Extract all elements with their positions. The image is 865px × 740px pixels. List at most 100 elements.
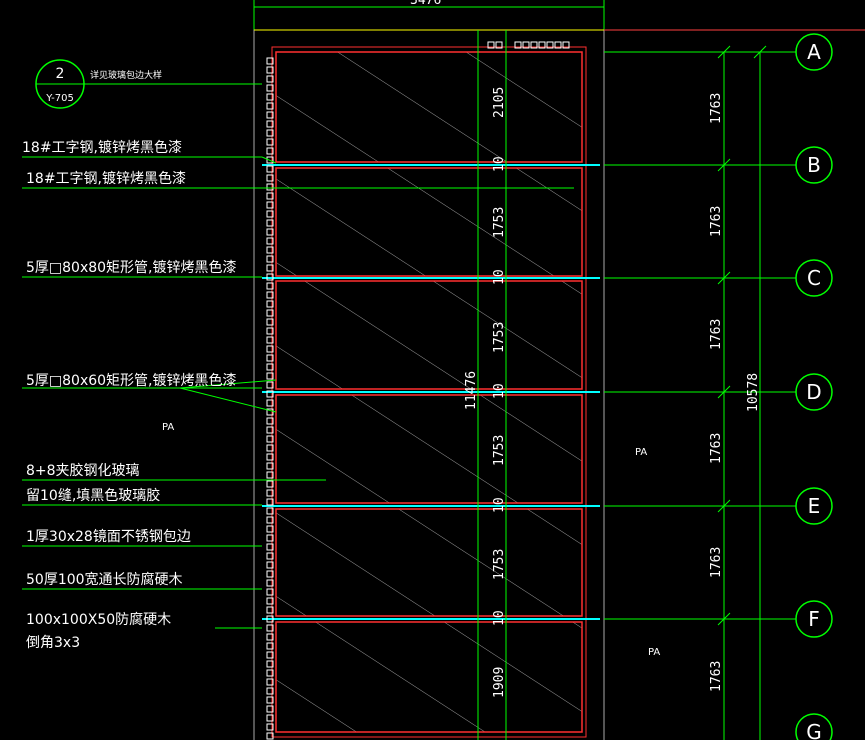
right-dim-text: 1763 (709, 319, 724, 350)
wood-block (266, 246, 274, 254)
wood-block (266, 336, 274, 344)
axis-letter: G (806, 720, 822, 740)
wood-block (266, 66, 274, 74)
glass-panels (271, 46, 587, 738)
axis-bubble-b (795, 146, 833, 184)
callout-wood-block: 100x100X50防腐硬木 (26, 612, 172, 628)
wood-block (266, 462, 274, 470)
wood-block (266, 147, 274, 155)
wood-block (266, 417, 274, 425)
axis-letter: F (808, 607, 820, 631)
callout-wood-strip: 50厚100宽通长防腐硬木 (26, 572, 183, 588)
callout-chamfer: 倒角3x3 (26, 635, 81, 651)
wood-block (266, 363, 274, 371)
detail-ref-texts: 2 Y-705 (45, 66, 74, 104)
wood-block (266, 264, 274, 272)
inner-dim-texts: 2105 10 1753 10 1753 10 1753 10 1753 10 … (464, 87, 507, 698)
wood-block (266, 138, 274, 146)
total-dim-text: 11476 (464, 371, 479, 410)
wood-block (266, 165, 274, 173)
callout-glass-joint: 留10缝,填黑色玻璃胶 (26, 488, 161, 504)
glass-panel (275, 280, 583, 390)
pa-label: PA (648, 647, 661, 658)
callout-rect-tube-80x60: 5厚□80x60矩形管,镀锌烤黑色漆 (26, 373, 237, 389)
wood-block (266, 570, 274, 578)
wood-block (266, 255, 274, 263)
wood-block (266, 507, 274, 515)
pa-label: PA (635, 447, 648, 458)
callout-rect-tube-80x80: 5厚□80x80矩形管,镀锌烤黑色漆 (26, 260, 237, 276)
detail-ref-sheet: Y-705 (45, 93, 74, 104)
wood-block (266, 444, 274, 452)
wood-block (266, 102, 274, 110)
wood-block (266, 552, 274, 560)
axis-lines (604, 51, 796, 620)
callout-leaders (22, 156, 574, 629)
inner-dim-text: 1909 (492, 667, 507, 698)
wood-block (266, 723, 274, 731)
right-dim-text: 1763 (709, 661, 724, 692)
wood-block (266, 84, 274, 92)
inner-dim-text: 10 (492, 383, 507, 399)
wood-block (266, 291, 274, 299)
axis-bubble-e (795, 487, 833, 525)
glass-panel (275, 621, 583, 733)
callout-laminated-glass: 8+8夹胶钢化玻璃 (26, 463, 140, 479)
axis-bubble-g (795, 713, 833, 740)
wood-block (266, 516, 274, 524)
wood-block (266, 237, 274, 245)
wood-block (266, 678, 274, 686)
wood-block (266, 156, 274, 164)
wood-block (266, 174, 274, 182)
inner-dim-text: 1753 (492, 435, 507, 466)
wood-block (266, 75, 274, 83)
wood-blocks (266, 57, 274, 740)
wood-block (266, 300, 274, 308)
wood-block (266, 543, 274, 551)
wood-block (266, 696, 274, 704)
axis-letter: D (806, 380, 821, 404)
wood-block (266, 399, 274, 407)
axis-letter: E (808, 494, 821, 518)
inner-dim-text: 10 (492, 269, 507, 285)
inner-dim-text: 10 (492, 156, 507, 172)
right-total-text: 10578 (746, 373, 761, 412)
wood-block (266, 714, 274, 722)
axis-letter: B (807, 153, 821, 177)
wood-block (266, 606, 274, 614)
wood-block (266, 534, 274, 542)
beam-lines (262, 164, 600, 620)
wood-block (266, 129, 274, 137)
wood-block (266, 318, 274, 326)
right-dim-text: 1763 (709, 547, 724, 578)
right-dim-texts: 1763 1763 1763 1763 1763 1763 10578 (709, 93, 761, 692)
axis-letter: A (807, 40, 821, 64)
right-dim-text: 1763 (709, 433, 724, 464)
wood-block (266, 381, 274, 389)
right-dim-text: 1763 (709, 93, 724, 124)
inner-dim-text: 1753 (492, 322, 507, 353)
wood-block (266, 498, 274, 506)
wood-block (266, 489, 274, 497)
wood-block (266, 282, 274, 290)
wood-block (266, 372, 274, 380)
detail-ref-number: 2 (56, 66, 65, 82)
axis-bubbles (795, 33, 833, 740)
axis-bubble-d (795, 373, 833, 411)
callout-steel-beam-1: 18#工字钢,镀锌烤黑色漆 (22, 140, 182, 156)
axis-bubble-a (795, 33, 833, 71)
wood-block (266, 705, 274, 713)
wood-block (266, 273, 274, 281)
wood-block (266, 228, 274, 236)
wood-block (266, 345, 274, 353)
wood-block (266, 354, 274, 362)
wood-block (266, 408, 274, 416)
wood-block (266, 732, 274, 740)
right-dim-ticks (717, 45, 767, 626)
inner-dim-text: 1753 (492, 549, 507, 580)
callout-steel-beam-2: 18#工字钢,镀锌烤黑色漆 (26, 171, 186, 187)
wood-block (266, 624, 274, 632)
wood-block (266, 309, 274, 317)
wood-block (266, 120, 274, 128)
